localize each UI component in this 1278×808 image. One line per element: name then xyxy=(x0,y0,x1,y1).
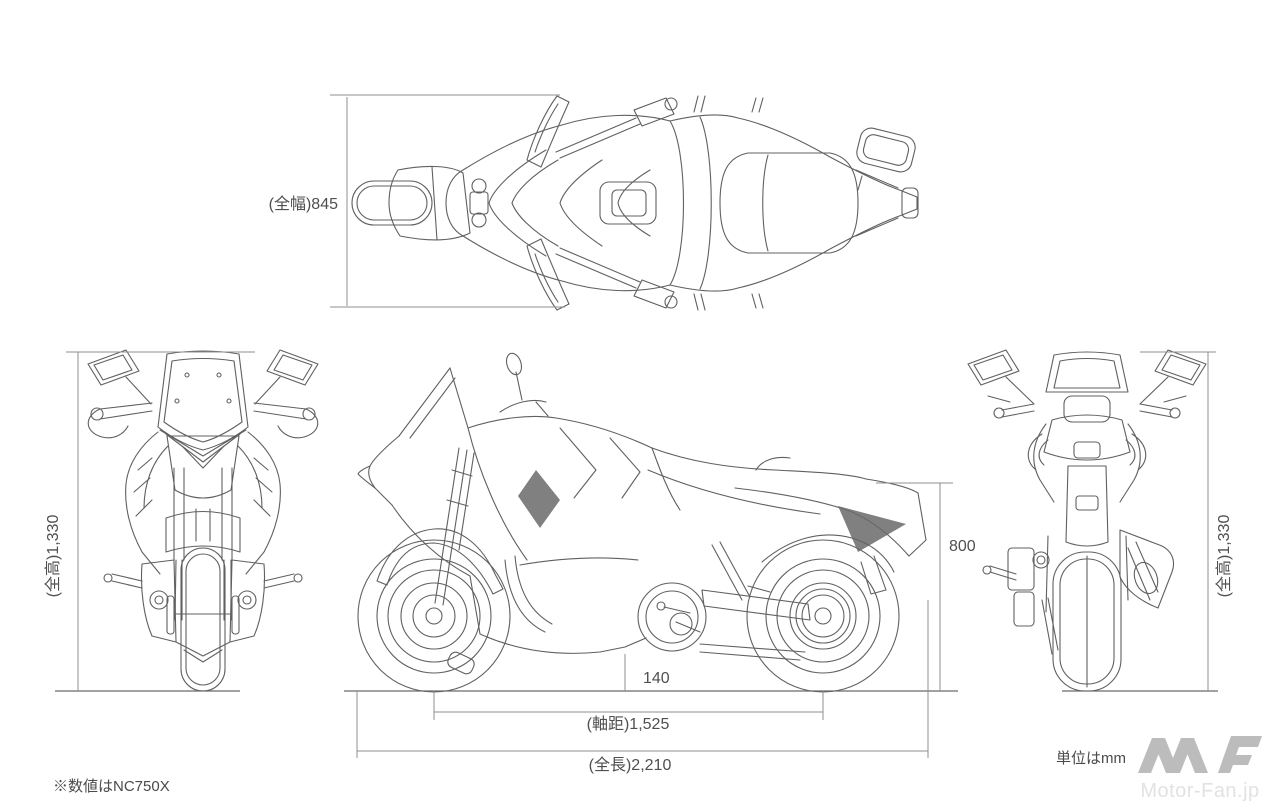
top-muffler xyxy=(856,127,916,173)
side-front-wheel xyxy=(357,539,511,693)
model-note: ※数値はNC750X xyxy=(53,778,170,795)
rear-mirrors xyxy=(967,349,1207,405)
rear-handlebars xyxy=(987,395,1187,419)
seat-height-label: 800 xyxy=(949,538,976,555)
side-bodywork xyxy=(357,415,927,577)
overall-width-label: (全幅)845 xyxy=(269,195,338,213)
side-engine xyxy=(469,555,707,654)
side-windscreen xyxy=(398,367,469,439)
motor-fan-logo-icon xyxy=(1138,736,1262,773)
dim-overall-height-right: (全高)1,330 xyxy=(1140,351,1233,691)
overall-length-label: (全長)2,210 xyxy=(589,756,672,774)
top-view-drawing xyxy=(351,95,919,311)
rear-tail xyxy=(1027,414,1147,547)
dim-overall-height-left: (全高)1,330 xyxy=(44,351,255,691)
top-front-wheel xyxy=(351,180,433,226)
rear-left-cluster xyxy=(982,547,1059,655)
top-handlebars xyxy=(555,97,678,309)
motor-fan-watermark: Motor-Fan.jp xyxy=(1138,736,1262,802)
rear-wheel xyxy=(1045,535,1129,692)
side-rear-frame xyxy=(647,469,895,661)
side-view-drawing xyxy=(357,352,927,693)
rear-view-drawing xyxy=(967,349,1207,692)
rear-muffler xyxy=(1119,529,1175,609)
side-front-fender xyxy=(376,528,504,595)
top-tail xyxy=(855,169,919,237)
unit-note: 単位はmm xyxy=(1056,750,1126,767)
dim-overall-length: (全長)2,210 xyxy=(356,600,929,774)
wheelbase-label: (軸距)1,525 xyxy=(587,715,670,733)
dimension-annotations: (全幅)845 (全高)1,330 (全高)1,330 800 140 (軸距)… xyxy=(44,94,1233,774)
dim-seat-height: 800 xyxy=(876,482,976,691)
top-mirrors xyxy=(526,95,570,311)
dim-overall-width: (全幅)845 xyxy=(269,94,565,308)
dim-ground-clearance: 140 xyxy=(624,654,670,691)
front-handlebars xyxy=(87,402,319,439)
ground-clearance-label: 140 xyxy=(643,670,670,687)
top-seat xyxy=(719,152,859,254)
front-mirrors xyxy=(87,349,319,405)
front-fairing xyxy=(125,431,281,575)
dim-wheelbase: (軸距)1,525 xyxy=(433,691,824,733)
front-wheel xyxy=(166,547,240,692)
side-handlebar-mirror xyxy=(499,352,549,417)
overall-height-left-label: (全高)1,330 xyxy=(44,515,62,598)
front-view-drawing xyxy=(87,349,319,692)
top-body xyxy=(445,95,918,311)
front-windscreen xyxy=(157,350,249,463)
top-front-fender xyxy=(388,165,489,241)
rear-windscreen xyxy=(1045,351,1129,423)
overall-height-right-label: (全高)1,330 xyxy=(1215,515,1233,598)
side-fork xyxy=(434,447,475,606)
front-engine xyxy=(103,559,303,663)
motor-fan-watermark-text: Motor-Fan.jp xyxy=(1140,780,1259,802)
